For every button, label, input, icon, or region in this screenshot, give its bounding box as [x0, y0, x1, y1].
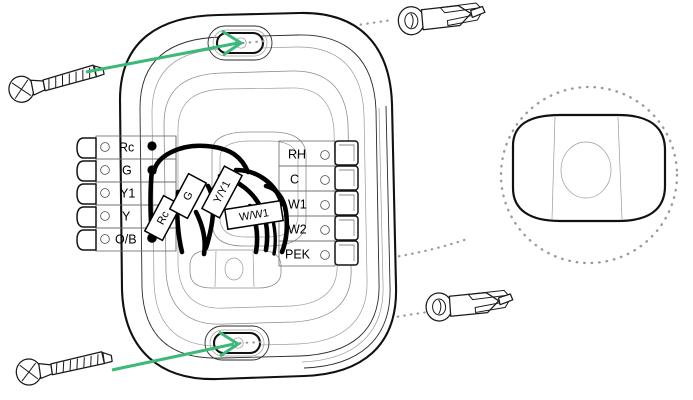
left-terminal-ports [100, 142, 110, 244]
terminal-tab-y[interactable] [76, 206, 97, 228]
bottom-mounting-slot [204, 325, 270, 361]
terminal-tab-rc[interactable] [76, 137, 97, 159]
plate-edge-highlight [303, 105, 391, 369]
mounting-screw-bottom-left [15, 351, 113, 386]
svg-text:Rc: Rc [155, 209, 172, 227]
wire-tags: Rc G Y/Y1 W/W1 [143, 165, 285, 242]
wire-w-w1-a [263, 183, 290, 255]
terminal-label-g: G [122, 163, 132, 177]
terminal-tab-w2[interactable] [334, 215, 359, 241]
wire-tag-g: G [168, 172, 208, 220]
terminal-port-rh[interactable] [320, 150, 330, 160]
plate-center-boss-outer [163, 70, 352, 325]
right-terminal-block: RH C W1 W2 PEK [278, 140, 359, 267]
wire-tag-w-w1: W/W1 [223, 199, 285, 231]
insertion-arrow-top [85, 29, 244, 74]
terminal-tab-pek[interactable] [334, 240, 359, 266]
right-terminal-ports [320, 150, 330, 260]
terminal-label-pek: PEK [285, 247, 311, 261]
plate-inset-ring-1 [139, 34, 380, 359]
plate-edge-highlight-2 [301, 107, 384, 363]
terminal-port-c[interactable] [320, 175, 330, 185]
detail-slot-body [511, 113, 667, 223]
wall-anchor-top-right [397, 2, 486, 36]
left-terminal-block: Rc G Y1 Y O/B [76, 135, 177, 252]
terminal-label-c: C [290, 172, 299, 186]
terminal-tab-rh[interactable] [334, 140, 359, 166]
terminal-tab-w1[interactable] [334, 190, 359, 216]
terminal-tab-y1[interactable] [76, 183, 97, 205]
terminal-port-pek[interactable] [320, 250, 330, 260]
terminal-tab-ob[interactable] [76, 229, 97, 251]
terminal-port-y[interactable] [100, 211, 110, 221]
terminal-label-y: Y [122, 209, 131, 223]
wire-dot-rc [147, 141, 157, 151]
terminal-label-ob: O/B [115, 232, 137, 246]
terminal-label-w1: W1 [288, 197, 307, 211]
left-terminal-tabs[interactable] [76, 137, 97, 251]
right-terminal-tabs[interactable] [334, 140, 359, 266]
terminal-port-g[interactable] [100, 165, 110, 175]
insertion-arrow-bottom [111, 330, 241, 372]
magnified-slot-detail [499, 85, 679, 265]
mounting-screw-top-left [8, 64, 105, 103]
terminal-label-y1: Y1 [120, 186, 135, 200]
plate-inset-ring-2 [151, 46, 368, 347]
svg-text:W/W1: W/W1 [238, 207, 269, 224]
wire-lower-loop [193, 209, 208, 257]
terminal-label-rc: Rc [119, 140, 134, 154]
terminal-port-w2[interactable] [320, 225, 330, 235]
wall-anchor-bottom-right [425, 289, 514, 322]
detail-slot-hole [560, 141, 612, 199]
wall-plate [118, 11, 398, 381]
terminal-tab-c[interactable] [334, 165, 359, 191]
terminal-label-rh: RH [288, 147, 306, 161]
terminal-port-w1[interactable] [320, 200, 330, 210]
terminal-tab-g[interactable] [76, 160, 97, 182]
terminal-port-y1[interactable] [100, 188, 110, 198]
wire-tag-y-y1: Y/Y1 [200, 165, 244, 219]
wire-g [151, 143, 251, 175]
terminal-port-ob[interactable] [100, 234, 110, 244]
insertion-arrows [85, 29, 244, 372]
detail-ring [499, 85, 679, 265]
terminal-port-rc[interactable] [100, 142, 110, 152]
terminal-label-w2: W2 [288, 222, 307, 236]
detail-slot-rib-left [551, 116, 556, 220]
detail-slot-rib-right [617, 116, 623, 220]
